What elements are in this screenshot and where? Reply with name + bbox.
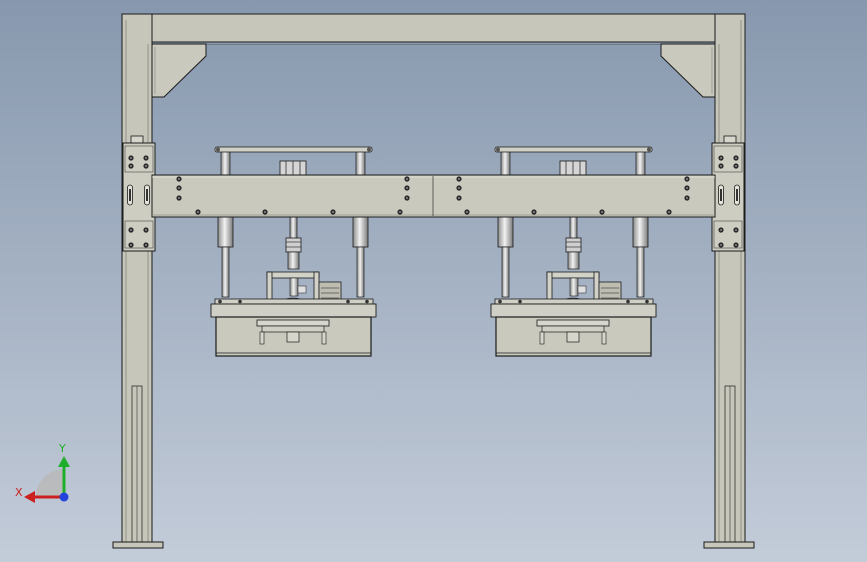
left-side-bracket xyxy=(122,142,156,252)
right-column xyxy=(703,13,755,549)
x-axis-label: X xyxy=(15,486,23,499)
top-beam xyxy=(121,13,746,45)
y-axis-label: Y xyxy=(59,442,66,455)
axis-triad xyxy=(24,456,70,503)
left-column xyxy=(112,13,164,549)
z-axis-dot xyxy=(59,492,69,502)
right-gusset xyxy=(660,43,716,98)
press-unit-left xyxy=(210,146,377,357)
cross-beam xyxy=(151,174,716,218)
right-side-bracket xyxy=(711,142,745,252)
left-gusset xyxy=(151,43,207,98)
